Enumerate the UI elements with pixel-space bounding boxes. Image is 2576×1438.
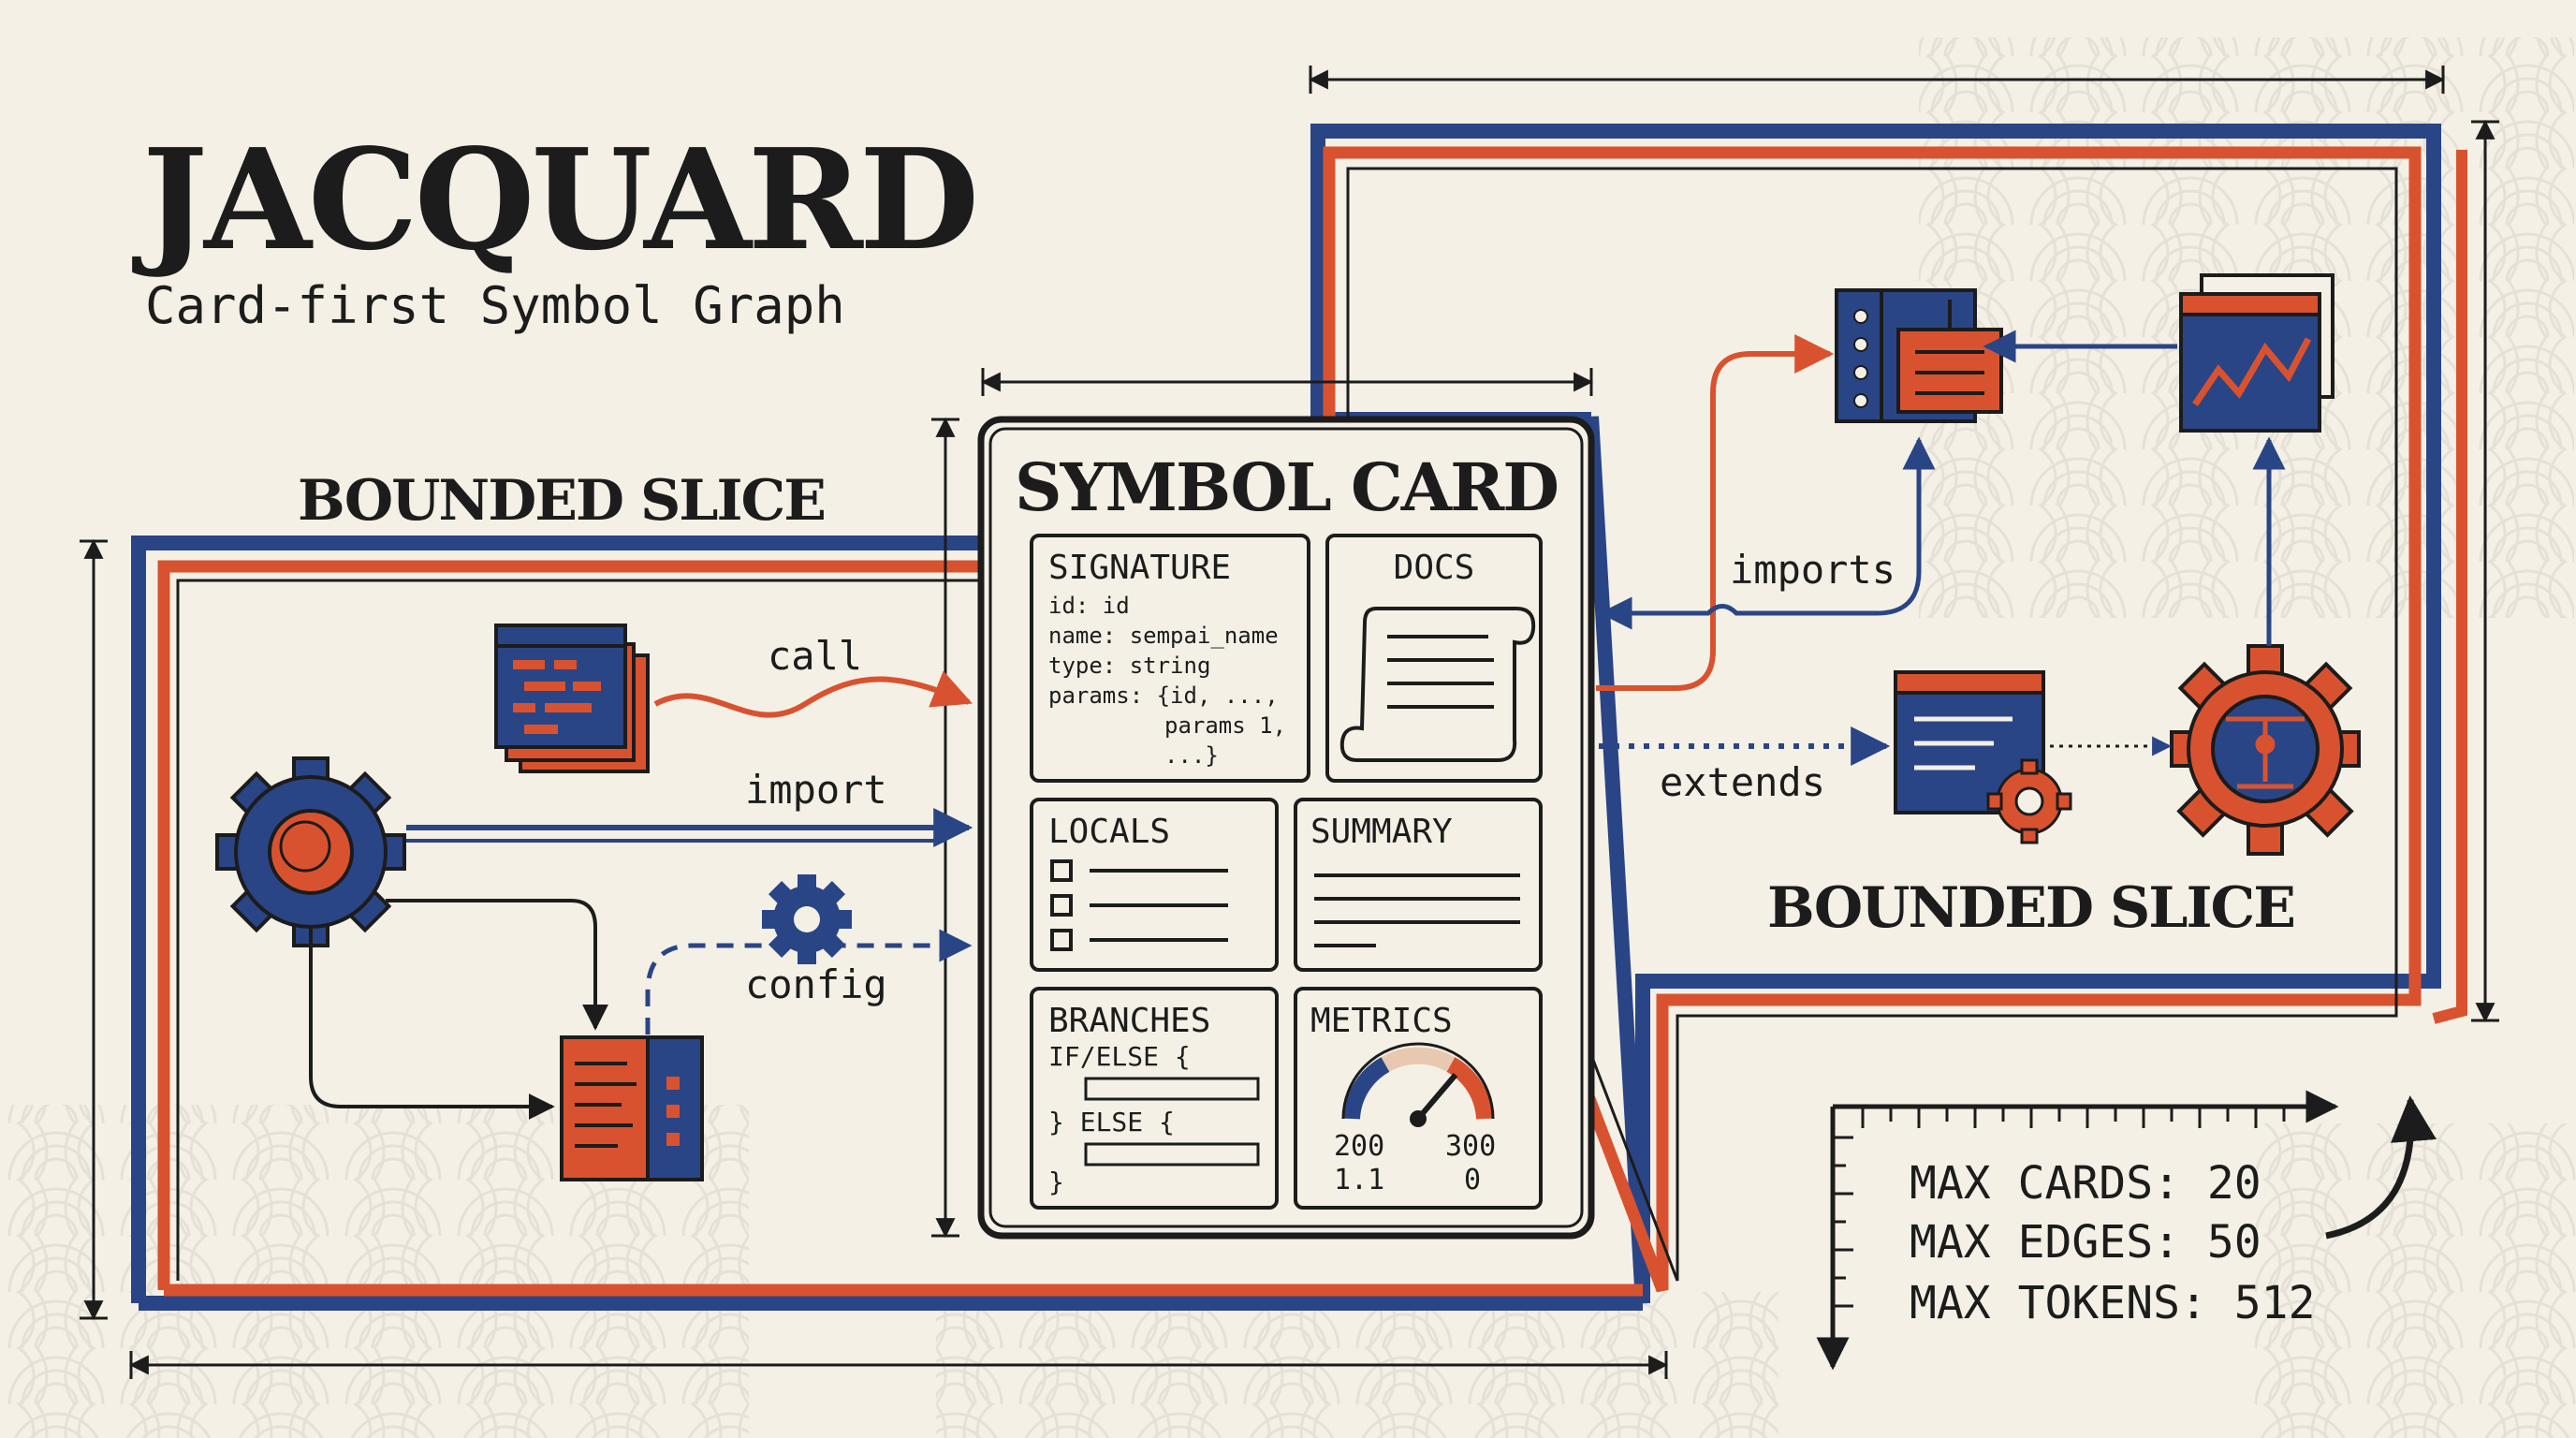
- metrics-value-0: 0: [1464, 1164, 1481, 1196]
- signature-line-id: id: id: [1048, 593, 1130, 619]
- branches-heading: BRANCHES: [1048, 1002, 1210, 1040]
- summary-lines: [1314, 873, 1520, 947]
- signature-line-params: params: {id, ...,: [1048, 682, 1279, 709]
- edge-import: import: [406, 767, 973, 847]
- docs-panel: DOCS: [1325, 534, 1543, 783]
- edge-config: config: [645, 929, 973, 1034]
- edge-call-label: call: [768, 633, 862, 679]
- page-title: JACQUARD: [132, 118, 975, 281]
- signature-heading: SIGNATURE: [1048, 549, 1231, 587]
- metrics-panel: METRICS 200 300 1.1 0: [1294, 987, 1543, 1210]
- curved-arrow-icon: [2325, 1095, 2437, 1240]
- signature-line-params-1: params 1,: [1164, 712, 1286, 739]
- signature-line-name: name: sempai_name: [1048, 623, 1279, 649]
- docs-window-icon[interactable]: [1835, 288, 2003, 423]
- limits-ruler: [1816, 1090, 2339, 1371]
- edge-import-label: import: [745, 767, 887, 813]
- signature-panel: SIGNATURE id: id name: sempai_name type:…: [1030, 534, 1310, 783]
- gear-machine-icon[interactable]: [2170, 644, 2361, 856]
- branches-close: }: [1048, 1167, 1064, 1197]
- code-file-icon[interactable]: [560, 1035, 704, 1181]
- edge-imports: imports: [1596, 334, 1936, 691]
- page-subtitle: Card-first Symbol Graph: [145, 276, 845, 335]
- dimension-lines: [80, 66, 2499, 1379]
- class-window-icon[interactable]: [1894, 670, 2072, 844]
- limit-max-tokens: MAX TOKENS: 512: [1910, 1277, 2315, 1329]
- limit-max-cards: MAX CARDS: 20: [1910, 1157, 2261, 1210]
- summary-heading: SUMMARY: [1310, 813, 1453, 851]
- metrics-value-1-1: 1.1: [1334, 1164, 1384, 1196]
- branches-else: } ELSE {: [1048, 1107, 1175, 1137]
- checklist-icon: [1050, 859, 1228, 951]
- gear-source-icon[interactable]: [215, 756, 406, 947]
- edge-config-label: config: [745, 961, 887, 1007]
- signature-line-type: type: string: [1048, 653, 1210, 679]
- config-gear-icon: [762, 874, 852, 964]
- signature-line-close: ...}: [1164, 742, 1219, 769]
- code-window-stack-icon[interactable]: [494, 624, 650, 773]
- edge-extends-label: extends: [1660, 759, 1825, 805]
- summary-panel: SUMMARY: [1294, 798, 1543, 972]
- locals-panel: LOCALS: [1030, 798, 1279, 972]
- gauge-icon: [1341, 1042, 1495, 1127]
- edge-call: call: [653, 633, 973, 718]
- metrics-heading: METRICS: [1310, 1002, 1453, 1040]
- metrics-value-300: 300: [1445, 1130, 1496, 1163]
- scroll-icon: [1339, 607, 1536, 762]
- chart-window-icon[interactable]: [2179, 273, 2334, 433]
- docs-heading: DOCS: [1394, 549, 1475, 587]
- symbol-card[interactable]: SYMBOL CARD SIGNATURE id: id name: sempa…: [977, 416, 1595, 1240]
- edge-imports-label: imports: [1730, 547, 1895, 593]
- metrics-value-200: 200: [1334, 1130, 1384, 1163]
- branches-panel: BRANCHES IF/ELSE { } ELSE { }: [1030, 987, 1279, 1210]
- edge-extends: extends: [1599, 726, 2173, 805]
- bounded-slice-label-left: BOUNDED SLICE: [298, 468, 825, 534]
- limit-max-edges: MAX EDGES: 50: [1910, 1216, 2261, 1269]
- locals-heading: LOCALS: [1048, 813, 1170, 851]
- bounded-slice-label-right: BOUNDED SLICE: [1767, 875, 2294, 941]
- card-title: SYMBOL CARD: [1015, 448, 1558, 526]
- edge-gear-to-file: [309, 899, 608, 1120]
- branches-if-else: IF/ELSE {: [1048, 1041, 1191, 1072]
